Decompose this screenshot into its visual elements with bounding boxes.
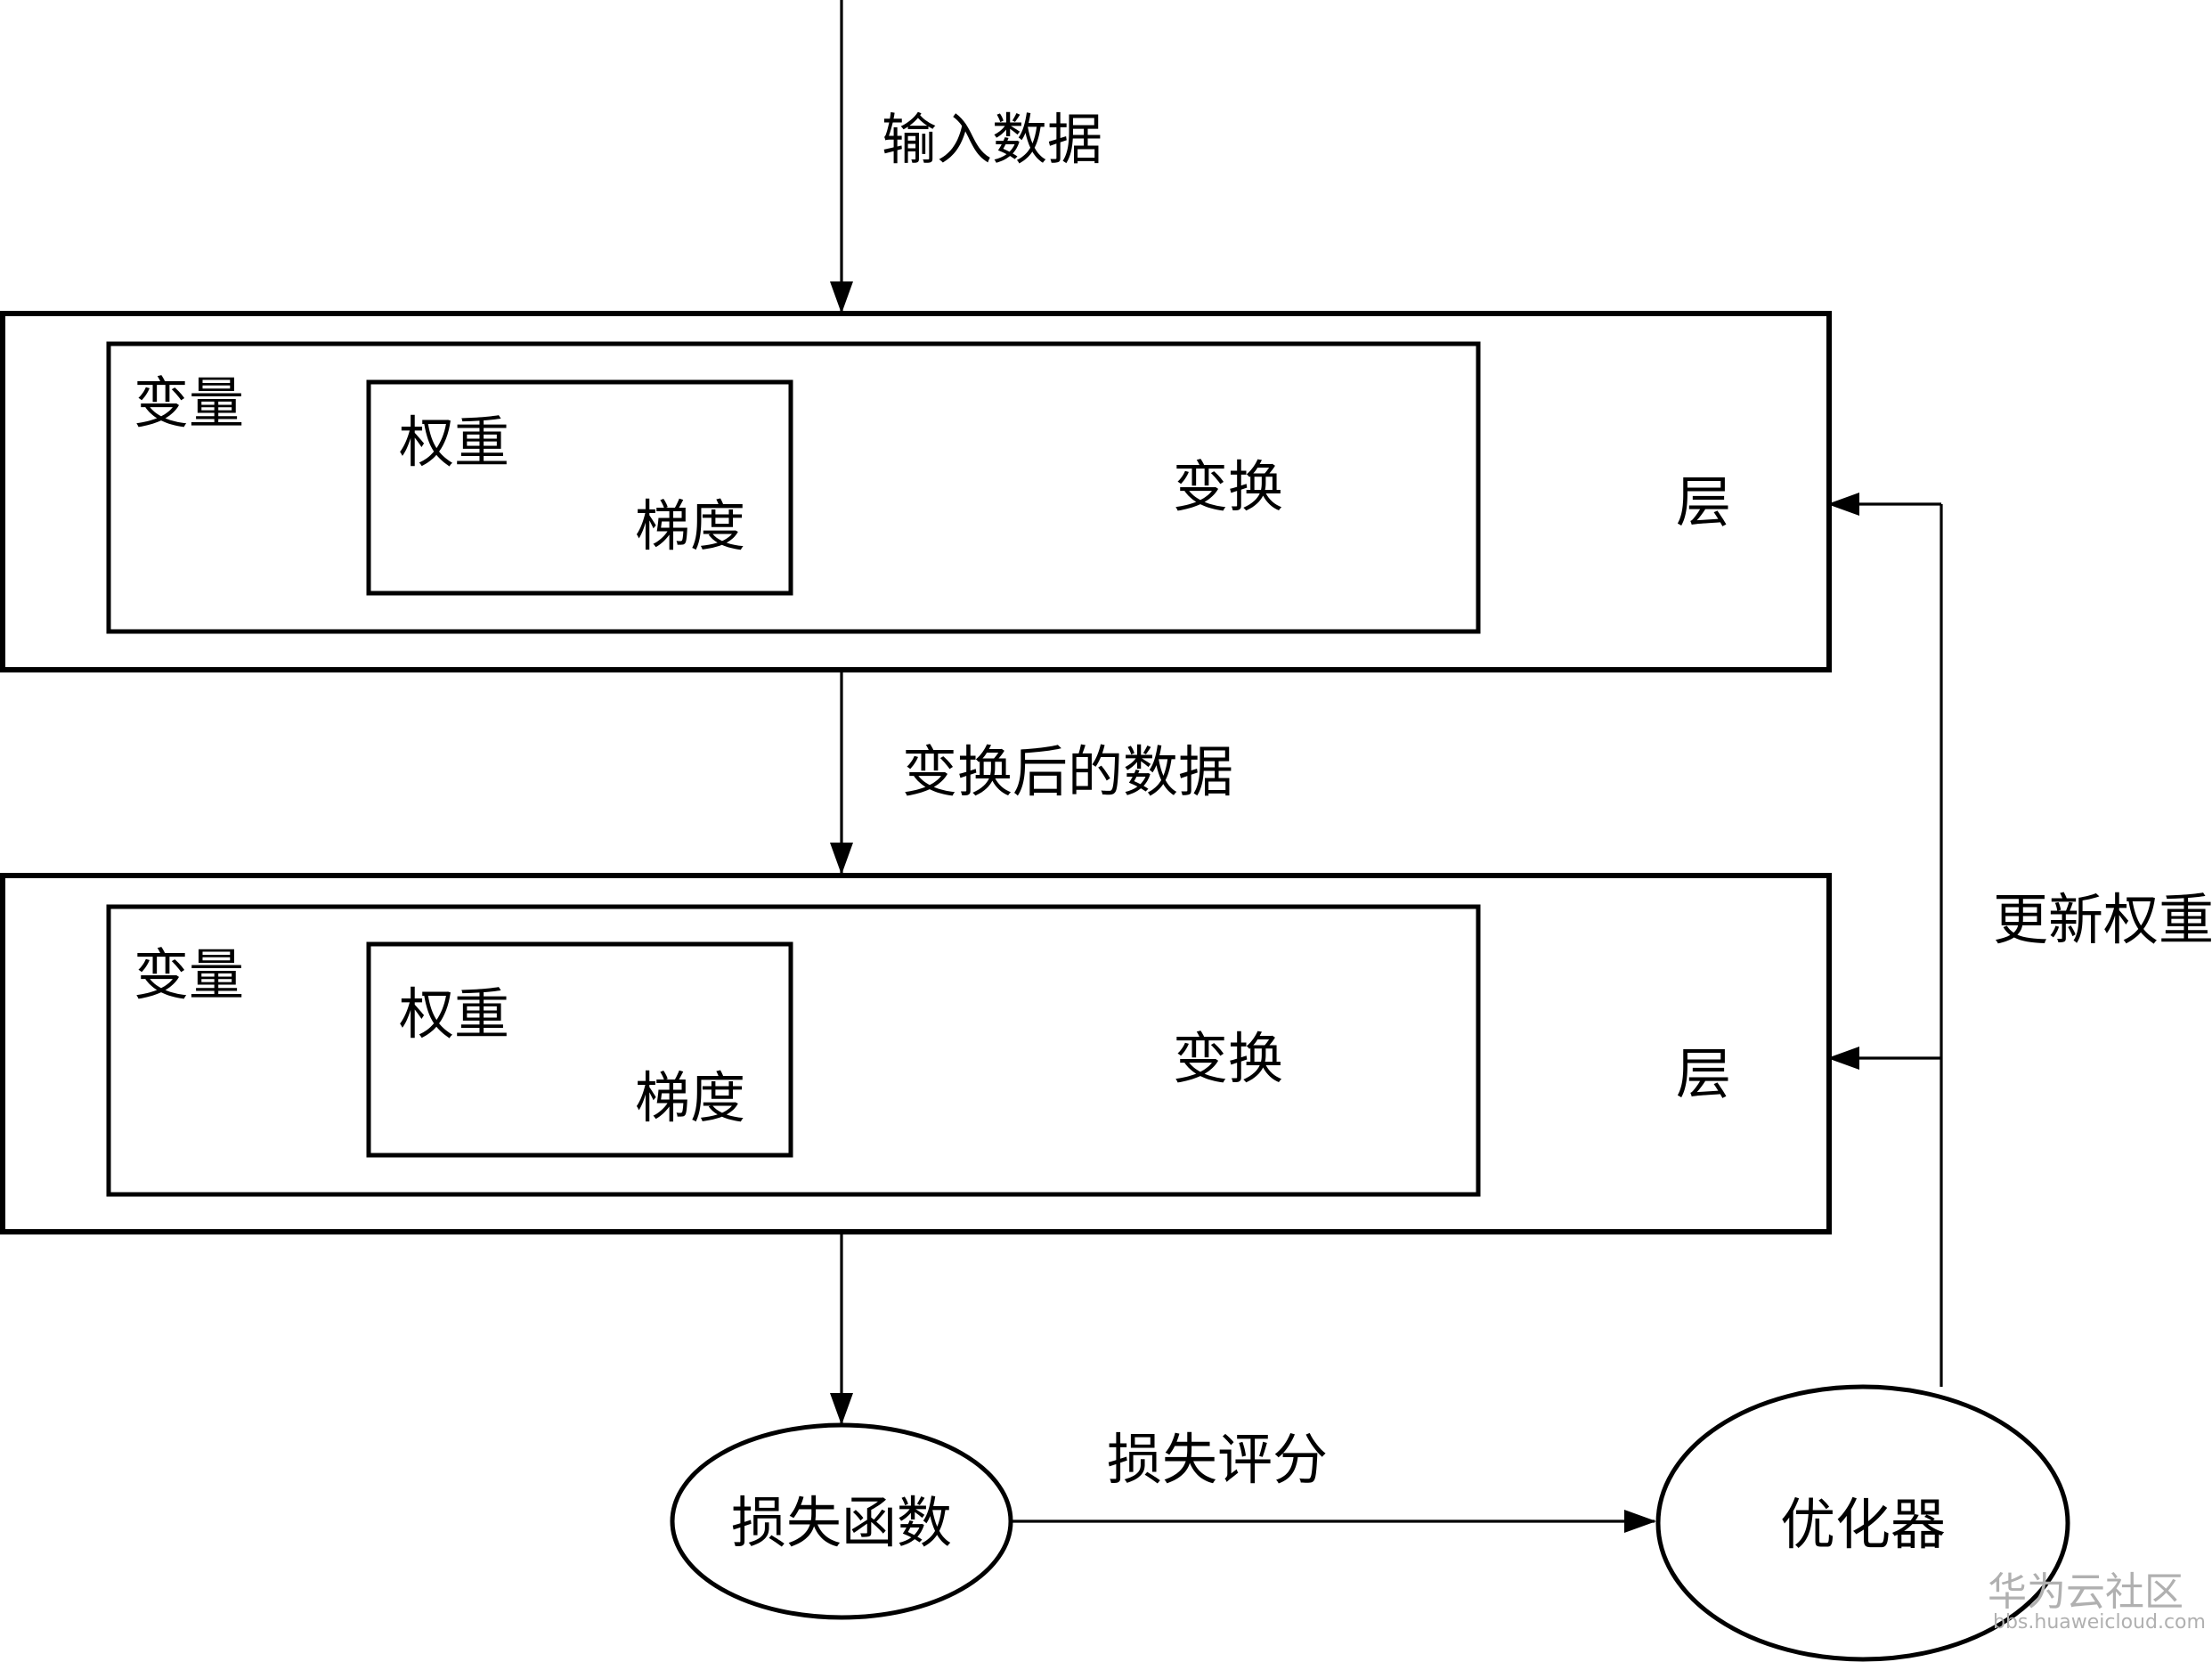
transform-label-2: 变换	[1173, 1026, 1283, 1091]
gradient-label-2: 梯度	[635, 1065, 745, 1130]
layer-frame-1	[0, 311, 1832, 672]
update-weights-label: 更新权重	[1993, 887, 2212, 952]
input-data-label: 输入数据	[882, 107, 1102, 172]
optimizer-node: 优化器	[1655, 1384, 2070, 1662]
transformed-data-label: 变换后的数据	[902, 739, 1233, 804]
gradient-label-1: 梯度	[635, 493, 745, 558]
variable-box-1	[106, 341, 1481, 634]
transform-label-1: 变换	[1173, 454, 1283, 519]
layer-block-1: 变量 权重 梯度 变换 层	[0, 311, 1832, 672]
weight-label-1: 权重	[399, 410, 509, 475]
weight-box-2	[366, 941, 793, 1158]
layer-label-1: 层	[1676, 469, 1731, 534]
loss-function-node: 损失函数	[670, 1422, 1013, 1620]
loss-function-ellipse	[670, 1422, 1013, 1620]
watermark-url: bbs.huaweicloud.com	[1993, 1611, 2206, 1633]
variable-label-2: 变量	[134, 942, 244, 1007]
loss-score-label: 损失评分	[1107, 1427, 1328, 1492]
optimizer-label: 优化器	[1780, 1492, 1946, 1557]
watermark-name: 华为云社区	[1988, 1569, 2184, 1615]
weight-label-2: 权重	[399, 982, 509, 1047]
update-weights-path	[1827, 493, 1943, 1387]
optimizer-ellipse	[1655, 1384, 2070, 1662]
watermark: 华为云社区 bbs.huaweicloud.com	[1988, 1569, 2206, 1633]
layer-block-2: 变量 权重 梯度 变换 层	[0, 873, 1832, 1234]
variable-label-1: 变量	[134, 371, 244, 436]
layer-label-2: 层	[1676, 1041, 1731, 1106]
loss-function-label: 损失函数	[731, 1490, 952, 1555]
layer-frame-2	[0, 873, 1832, 1234]
variable-box-2	[106, 904, 1481, 1197]
weight-box-1	[366, 379, 793, 596]
